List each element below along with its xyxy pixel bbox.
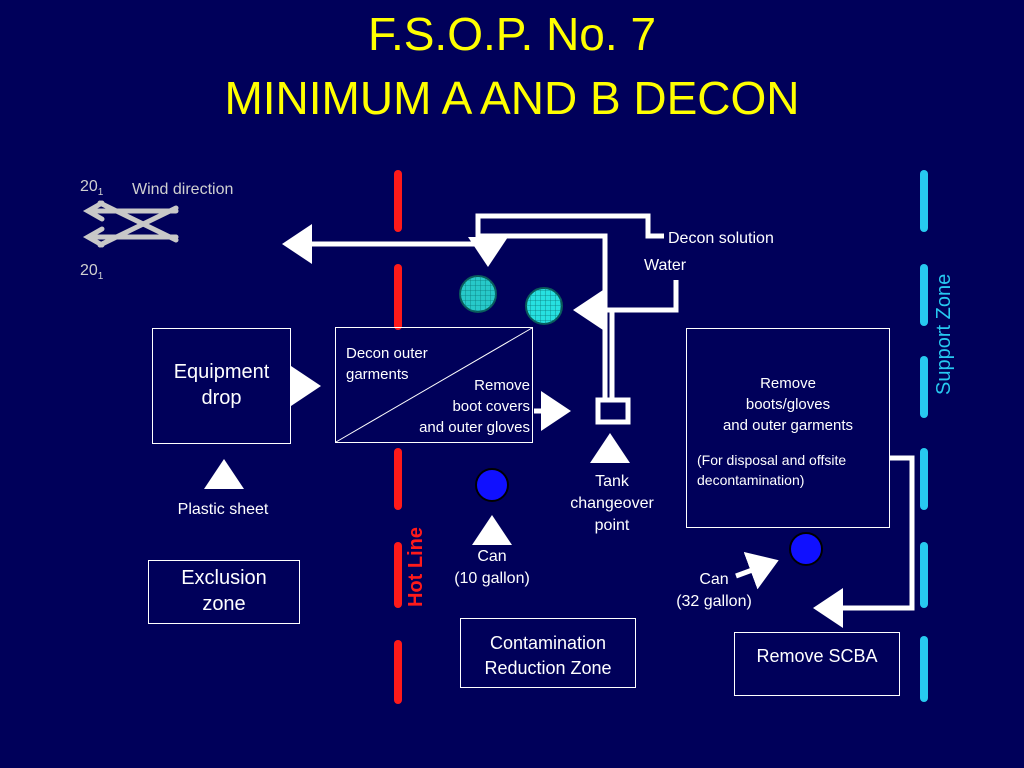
tank-changeover-line-3: point bbox=[594, 517, 630, 534]
remove-boot-covers-line-2: boot covers bbox=[452, 398, 530, 415]
support-zone-label: Support Zone bbox=[933, 273, 955, 395]
exclusion-zone-box: Exclusion zone bbox=[148, 560, 300, 624]
remove-boots-line-3: and outer garments bbox=[722, 417, 854, 434]
remove-boots-line-2: boots/gloves bbox=[745, 396, 831, 413]
decon-outer-line-2: garments bbox=[346, 366, 409, 383]
equipment-drop-box: Equipment drop bbox=[152, 328, 291, 444]
wash-pool-2-grid bbox=[526, 288, 562, 324]
can-32-gallon-line-1: Can bbox=[699, 571, 729, 588]
remove-boots-box: Remove boots/gloves and outer garments (… bbox=[686, 328, 890, 528]
exclusion-zone-line-2: zone bbox=[202, 593, 246, 615]
decon-station-divider bbox=[335, 327, 533, 443]
can-10-gallon-label: Can (10 gallon) bbox=[432, 546, 552, 590]
remove-boots-line-1: Remove bbox=[760, 375, 816, 392]
plastic-sheet-label: Plastic sheet bbox=[177, 501, 269, 518]
contamination-zone-line-2: Reduction Zone bbox=[484, 658, 612, 678]
tank-changeover-line-2: changeover bbox=[570, 495, 654, 512]
equipment-drop-line-2: drop bbox=[201, 387, 242, 409]
equipment-drop-line-1: Equipment bbox=[173, 361, 270, 383]
disposal-note: (For disposal and offsite decontaminatio… bbox=[687, 450, 889, 490]
can-32-gallon-line-2: (32 gallon) bbox=[676, 593, 752, 610]
exclusion-zone-line-1: Exclusion bbox=[181, 567, 267, 589]
can-32-gallon-icon bbox=[789, 532, 823, 566]
wash-pool-1-grid bbox=[460, 276, 496, 312]
decon-outer-garments-label: Decon outer garments bbox=[346, 343, 428, 385]
can-10-gallon-icon bbox=[475, 468, 509, 502]
wind-bottom-value: 201 bbox=[80, 262, 104, 283]
decon-station-box bbox=[335, 327, 533, 443]
disposal-note-line-2: decontamination) bbox=[697, 472, 805, 488]
title-line-2: MINIMUM A AND B DECON bbox=[224, 72, 800, 124]
water-label: Water bbox=[644, 257, 687, 274]
remove-scba-box: Remove SCBA bbox=[734, 632, 900, 696]
remove-boot-covers-line-1: Remove bbox=[474, 377, 530, 394]
wind-direction-arrows bbox=[82, 200, 179, 248]
disposal-note-line-1: (For disposal and offsite bbox=[697, 452, 847, 468]
decon-solution-label: Decon solution bbox=[668, 230, 774, 247]
title-line-1: F.S.O.P. No. 7 bbox=[367, 8, 657, 60]
contamination-reduction-zone-box: Contamination Reduction Zone bbox=[460, 618, 636, 688]
flow-arrows bbox=[204, 366, 779, 590]
remove-boot-covers-line-3: and outer gloves bbox=[419, 419, 530, 436]
pipe-network bbox=[282, 213, 915, 628]
wind-direction-label: Wind direction bbox=[132, 181, 234, 198]
remove-boot-covers-label: Remove boot covers and outer gloves bbox=[380, 375, 530, 438]
contamination-zone-line-1: Contamination bbox=[489, 633, 607, 653]
can-10-gallon-line-2: (10 gallon) bbox=[454, 570, 530, 587]
can-10-gallon-line-1: Can bbox=[477, 548, 507, 565]
tank-changeover-label: Tank changeover point bbox=[552, 471, 672, 537]
remove-scba-label: Remove SCBA bbox=[756, 646, 878, 666]
hot-line-label: Hot Line bbox=[405, 527, 427, 607]
wind-top-value: 201 bbox=[80, 178, 104, 199]
tank-changeover-line-1: Tank bbox=[595, 473, 629, 490]
can-32-gallon-label: Can (32 gallon) bbox=[654, 569, 774, 613]
decon-outer-line-1: Decon outer bbox=[346, 345, 428, 362]
